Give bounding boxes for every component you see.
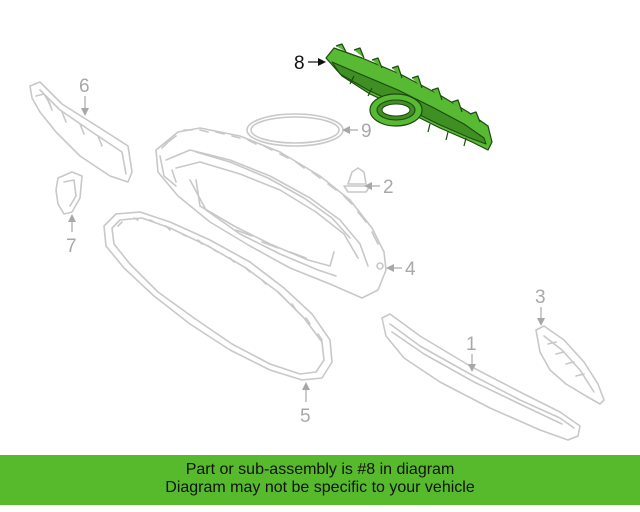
banner-line-disclaimer: Diagram may not be specific to your vehi… [165, 479, 475, 496]
part-3-side-bracket[interactable] [535, 325, 605, 405]
callout-3-label: 3 [535, 287, 546, 308]
part-8-upper-grille[interactable] [325, 43, 493, 151]
callout-7[interactable]: 7 [66, 214, 77, 257]
callout-5-label: 5 [300, 406, 311, 427]
part-2-clip[interactable] [343, 167, 371, 193]
part-4-grille-housing[interactable] [155, 127, 387, 299]
parts-diagram: 8 6 9 2 7 4 3 1 [29, 43, 605, 441]
callout-1-label: 1 [466, 334, 477, 355]
callout-3[interactable]: 3 [535, 287, 546, 326]
callout-6[interactable]: 6 [79, 76, 90, 116]
callout-9-label: 9 [361, 121, 372, 142]
callout-8[interactable]: 8 [294, 53, 326, 74]
part-5-grille-frame[interactable] [103, 211, 333, 381]
callout-9[interactable]: 9 [342, 121, 372, 142]
part-6-side-bracket[interactable] [29, 81, 133, 183]
part-7-bracket[interactable] [55, 171, 83, 215]
callout-2-label: 2 [383, 177, 394, 198]
callout-7-label: 7 [66, 236, 77, 257]
banner-line-part-number: Part or sub-assembly is #8 in diagram [185, 461, 455, 478]
callout-5[interactable]: 5 [300, 382, 311, 427]
part-1-lower-bar[interactable] [381, 313, 581, 441]
callout-8-label: 8 [294, 53, 305, 74]
callout-6-label: 6 [79, 76, 90, 97]
part-9-emblem-ring[interactable] [246, 113, 344, 147]
callout-1[interactable]: 1 [466, 334, 477, 372]
callout-4[interactable]: 4 [386, 259, 416, 280]
callout-4-label: 4 [405, 259, 416, 280]
callout-2[interactable]: 2 [364, 177, 394, 198]
info-banner: Part or sub-assembly is #8 in diagram Di… [0, 455, 640, 505]
